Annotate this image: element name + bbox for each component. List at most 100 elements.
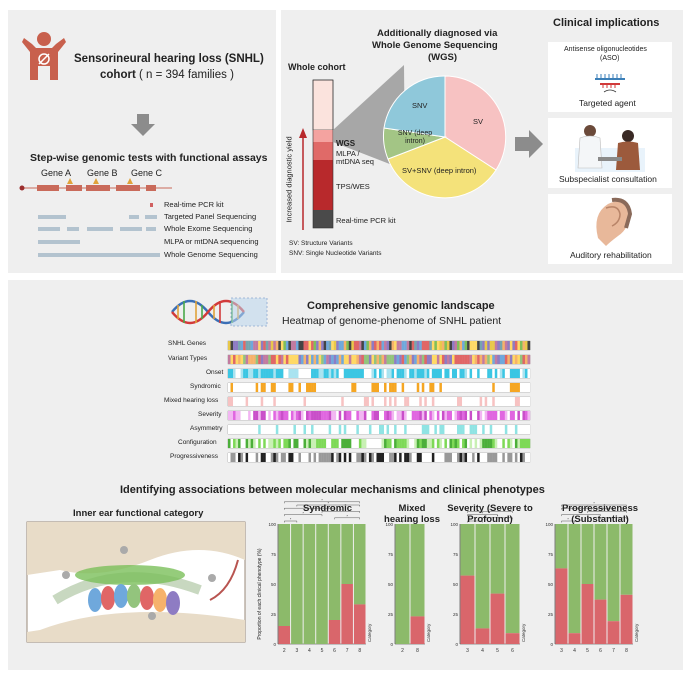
heatmap-cell (258, 341, 261, 350)
heatmap-cell (394, 341, 397, 350)
heatmap-cell (469, 355, 473, 364)
heatmap-cell (243, 439, 246, 448)
heatmap-cell (414, 411, 417, 420)
heatmap-cell (328, 341, 332, 350)
heatmap-cell (424, 341, 428, 350)
heatmap-cell (462, 425, 465, 434)
heatmap-cell (250, 397, 254, 406)
heatmap-cell (311, 369, 314, 378)
heatmap-cell (283, 341, 287, 350)
chart-ytick-label: 50 (453, 582, 459, 587)
heatmap-cell (268, 453, 271, 462)
heatmap-cell (233, 411, 236, 420)
heatmap-cell (507, 453, 511, 462)
heatmap-cell (409, 453, 412, 462)
heatmap-cell (273, 397, 277, 406)
heatmap-cell (487, 439, 490, 448)
heatmap-cell (379, 453, 382, 462)
heatmap-cell (353, 355, 357, 364)
heatmap-cell (469, 411, 473, 420)
heatmap-cell (489, 369, 493, 378)
heatmap-cell (477, 439, 480, 448)
heatmap-cell (316, 355, 319, 364)
heatmap-cell (429, 369, 433, 378)
heatmap-cell (326, 341, 329, 350)
heatmap-cell (444, 341, 448, 350)
heatmap-cell (489, 425, 493, 434)
heatmap-cell (303, 383, 307, 392)
heatmap-cell (240, 397, 244, 406)
heatmap-cell (338, 341, 342, 350)
heatmap-cell (348, 425, 352, 434)
heatmap-cell (469, 439, 473, 448)
heatmap-cell (457, 355, 460, 364)
heatmap-cell (424, 355, 428, 364)
heatmap-cell (361, 355, 365, 364)
heatmap-cell (356, 355, 360, 364)
heatmap-cell (255, 453, 259, 462)
heatmap-cell (293, 341, 297, 350)
heatmap-cell (363, 425, 367, 434)
heatmap-cell (381, 397, 385, 406)
chart-ylabel: Proportion of each clinical phenotype (%… (257, 548, 263, 640)
heatmap-cell (477, 397, 480, 406)
heatmap-cell (248, 383, 251, 392)
bar-complement (620, 524, 633, 595)
heatmap-cell (273, 383, 277, 392)
heatmap-cell (328, 453, 332, 462)
chart-xtick-label: 5 (586, 648, 589, 654)
heatmap-cell (228, 369, 231, 378)
heatmap-cell (381, 355, 385, 364)
chart-ytick-label: 25 (271, 612, 277, 617)
heatmap-cell (300, 439, 304, 448)
heatmap-cell (361, 453, 365, 462)
heatmap-cell (484, 411, 488, 420)
heatmap-cell (245, 383, 249, 392)
bar-label-tps: TPS/WES (336, 182, 370, 191)
inner-ear-icon (26, 521, 246, 643)
heatmap-cell (507, 383, 511, 392)
heatmap-cell (416, 439, 420, 448)
heatmap-cell (479, 439, 483, 448)
heatmap-cell (300, 355, 304, 364)
heatmap-cell (441, 453, 445, 462)
heatmap-cell (278, 411, 282, 420)
heatmap-cell (346, 355, 349, 364)
heatmap-cell (381, 383, 385, 392)
heatmap-cell (464, 355, 468, 364)
heatmap-cell (421, 411, 425, 420)
heatmap-cell (419, 453, 422, 462)
bar-value (594, 599, 607, 644)
cohort-word: cohort (100, 69, 136, 81)
heatmap-cell (265, 439, 269, 448)
heatmap-cell (233, 439, 236, 448)
heatmap-cell (278, 383, 282, 392)
aso-label-2: (ASO) (600, 55, 620, 62)
heatmap-cell (260, 411, 264, 420)
heatmap-cell (280, 439, 284, 448)
heatmap-cell (494, 369, 498, 378)
heatmap-cell (494, 453, 498, 462)
bar-value (490, 593, 505, 644)
heatmap-cell (250, 439, 254, 448)
heatmap-cell (406, 411, 410, 420)
heatmap-cell (376, 355, 380, 364)
bar-complement (568, 524, 581, 634)
heatmap-cell (384, 453, 387, 462)
heatmap-cell (376, 341, 380, 350)
heatmap-cell (331, 383, 334, 392)
heatmap-cell (366, 341, 370, 350)
heatmap-cell (338, 369, 342, 378)
heatmap-cell (285, 355, 289, 364)
heatmap-cell (343, 453, 347, 462)
heatmap-cell (462, 383, 465, 392)
heatmap-cell (479, 425, 483, 434)
heatmap-cell (416, 369, 420, 378)
heatmap-cell (273, 425, 277, 434)
heatmap-cell (275, 355, 279, 364)
heatmap-cell (524, 411, 528, 420)
heatmap-cell (512, 425, 516, 434)
heatmap-cell (509, 425, 513, 434)
heatmap-cell (474, 397, 478, 406)
heatmap-cell (235, 411, 239, 420)
